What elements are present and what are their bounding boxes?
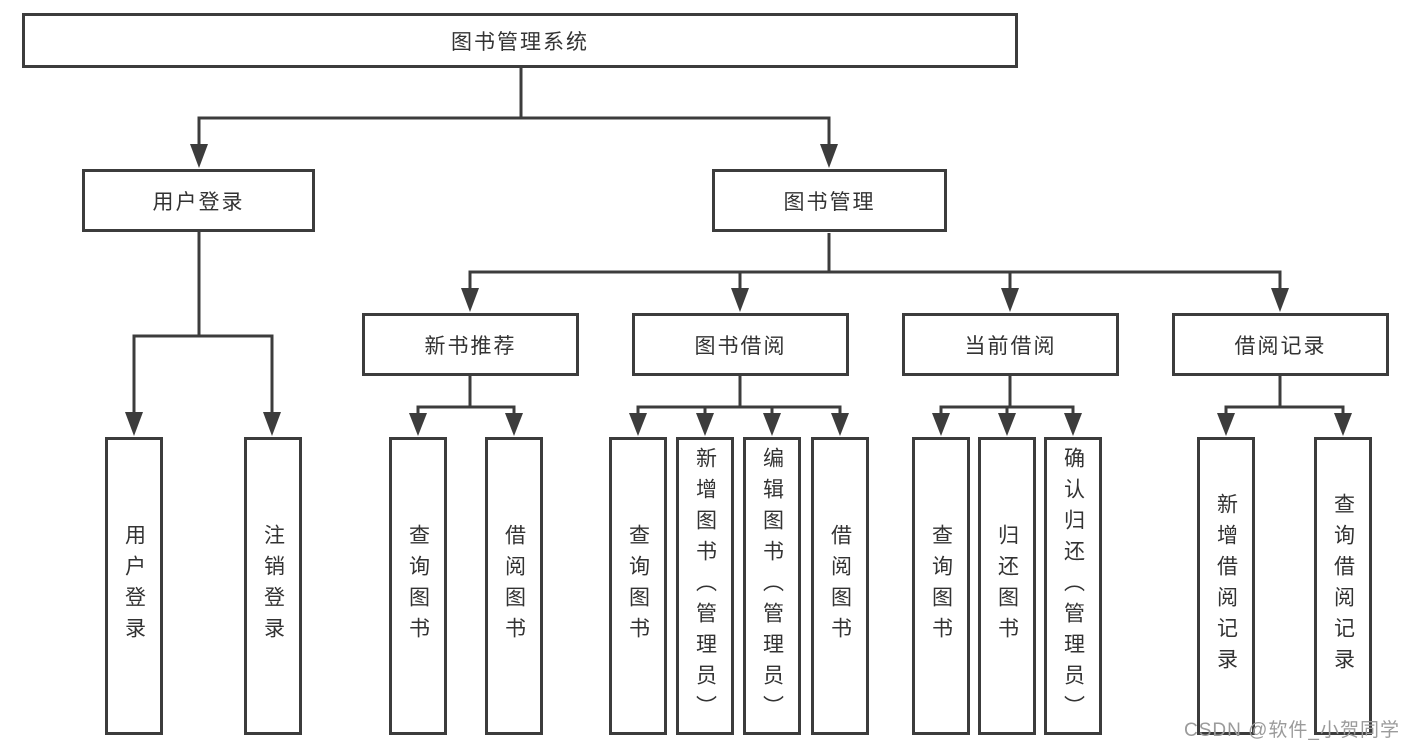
leaf-borrow-books-1: 借阅图书: [485, 437, 543, 735]
node-label: 图书借阅: [694, 334, 787, 358]
node-user-login: 用户登录: [82, 169, 315, 232]
leaf-logout: 注销登录: [244, 437, 302, 735]
node-label: 借阅记录: [1234, 334, 1327, 358]
node-label: 图书管理系统: [451, 30, 589, 54]
leaf-query-borrow-record: 查询借阅记录: [1314, 437, 1372, 735]
leaf-query-books-3: 查询图书: [912, 437, 970, 735]
leaf-return-books: 归还图书: [978, 437, 1036, 735]
node-label: 当前借阅: [964, 334, 1057, 358]
node-borrow-records: 借阅记录: [1172, 313, 1389, 376]
node-current-borrowing: 当前借阅: [902, 313, 1119, 376]
csdn-watermark: CSDN @软件_小贺同学: [1184, 720, 1400, 741]
node-label: 用户登录: [152, 190, 245, 214]
leaf-user-login: 用户登录: [105, 437, 163, 735]
node-library-management-system: 图书管理系统: [22, 13, 1018, 68]
leaf-query-books-2: 查询图书: [609, 437, 667, 735]
leaf-edit-book-admin: 编辑图书（管理员）: [743, 437, 801, 735]
node-book-management: 图书管理: [712, 169, 947, 232]
node-label: 图书管理: [783, 190, 876, 214]
node-label: 新书推荐: [424, 334, 517, 358]
leaf-add-book-admin: 新增图书（管理员）: [676, 437, 734, 735]
leaf-query-books-1: 查询图书: [389, 437, 447, 735]
leaf-borrow-books-2: 借阅图书: [811, 437, 869, 735]
node-book-borrowing: 图书借阅: [632, 313, 849, 376]
node-new-book-recommend: 新书推荐: [362, 313, 579, 376]
leaf-add-borrow-record: 新增借阅记录: [1197, 437, 1255, 735]
leaf-confirm-return-admin: 确认归还（管理员）: [1044, 437, 1102, 735]
